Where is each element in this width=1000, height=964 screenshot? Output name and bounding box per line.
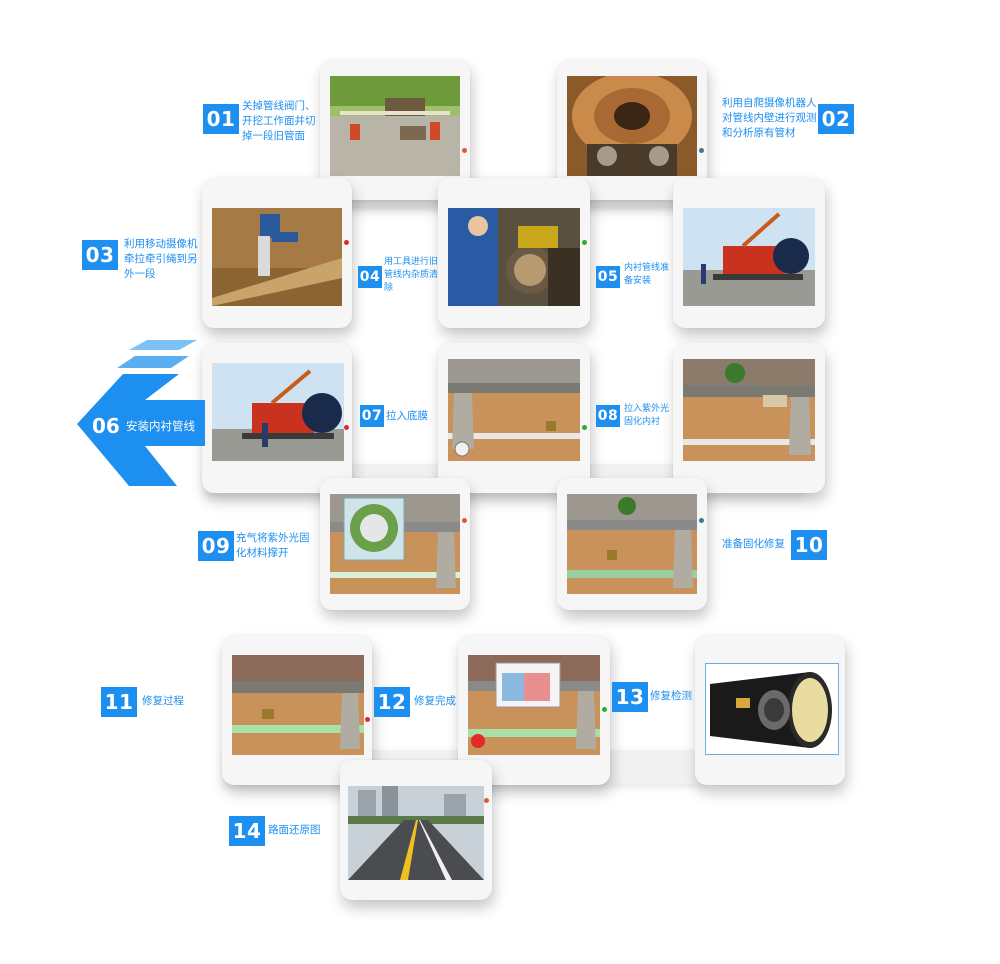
- step-06-arrow: [77, 340, 205, 486]
- photo-card-10: [557, 478, 707, 610]
- pipe-cleaning-photo: [448, 208, 580, 306]
- uv-liner-animation: [683, 359, 815, 461]
- step-07-number: 07: [360, 405, 384, 427]
- step-11-number: 11: [101, 687, 137, 717]
- photo-card-03: [202, 178, 352, 328]
- photo-card-14: [340, 760, 492, 900]
- photo-card-06: [202, 343, 352, 493]
- step-09-label: 充气将紫外光固化材料撑开: [236, 532, 310, 559]
- photo-card-11: [222, 635, 372, 785]
- restored-road-photo: [348, 786, 484, 880]
- step-04-number: 04: [358, 266, 382, 288]
- step-08-number: 08: [596, 405, 620, 427]
- photo-card-07: [438, 343, 590, 493]
- photo-card-01: [320, 60, 470, 200]
- repair-complete-animation: [468, 655, 600, 755]
- step-09-number: 09: [198, 531, 234, 561]
- pipe-interior-photo: [567, 76, 697, 176]
- step-02-label: 利用自爬摄像机器人对管线内壁进行观测和分析原有管材: [722, 97, 817, 139]
- step-10-number: 10: [791, 530, 827, 560]
- liner-truck-photo-2: [212, 363, 344, 461]
- photo-card-13: [695, 635, 845, 785]
- photo-card-05: [673, 178, 825, 328]
- step-14-label: 路面还原图: [268, 824, 321, 836]
- step-06-number: 06: [92, 414, 120, 438]
- step-12-label: 修复完成: [414, 695, 456, 707]
- step-03-number: 03: [82, 240, 118, 270]
- step-06-label: 安装内衬管线: [126, 419, 195, 433]
- photo-card-02: [557, 60, 707, 200]
- step-03-label: 利用移动摄像机牵拉牵引绳到另外一段: [124, 238, 198, 280]
- excavation-site-photo: [330, 76, 460, 176]
- trench-worker-photo: [212, 208, 342, 306]
- photo-card-09: [320, 478, 470, 610]
- step-13-label: 修复检测: [650, 690, 692, 702]
- step-05-label: 内衬管线准备安装: [624, 263, 670, 286]
- step-07-label: 拉入底膜: [386, 410, 428, 422]
- step-14-number: 14: [229, 816, 265, 846]
- step-11-label: 修复过程: [142, 695, 184, 707]
- curing-preparation-animation: [567, 494, 697, 594]
- step-04-label: 用工具进行旧管线内杂质清除: [384, 257, 439, 293]
- liner-truck-photo-1: [683, 208, 815, 306]
- step-05-number: 05: [596, 266, 620, 288]
- step-01-label: 关掉管线阀门、开挖工作面并切掉一段旧管面: [242, 100, 316, 142]
- bottom-film-animation: [448, 359, 580, 461]
- repair-process-animation: [232, 655, 364, 755]
- step-02-number: 02: [818, 104, 854, 134]
- inflation-animation: [330, 494, 460, 594]
- inspection-render: [706, 664, 838, 754]
- step-10-label: 准备固化修复: [722, 538, 785, 550]
- photo-card-08: [673, 343, 825, 493]
- step-13-number: 13: [612, 682, 648, 712]
- photo-card-12: [458, 635, 610, 785]
- step-12-number: 12: [374, 687, 410, 717]
- step-08-label: 拉入紫外光固化内衬: [624, 404, 670, 427]
- step-01-number: 01: [203, 104, 239, 134]
- photo-card-04: [438, 178, 590, 328]
